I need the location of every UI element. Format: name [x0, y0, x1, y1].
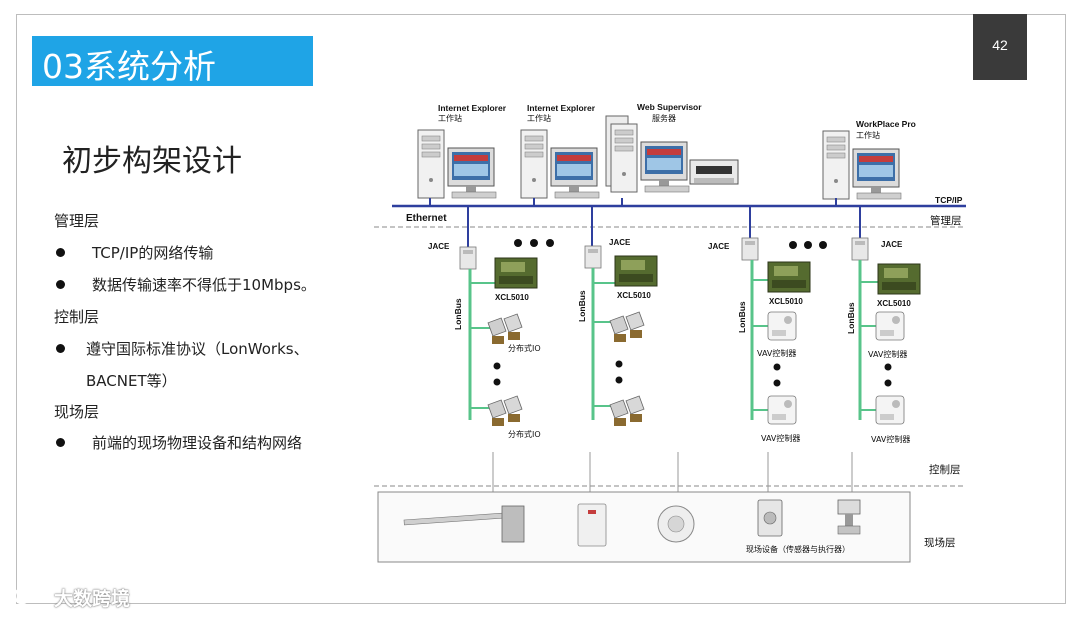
xcl5010-controller-icon [877, 263, 921, 295]
watermark-text: 大数跨境 [54, 588, 131, 610]
distributed-io-icon [487, 395, 523, 427]
ws-2-name: Internet Explorer [527, 103, 596, 113]
jace-label-3: JACE [708, 242, 730, 251]
vav-label-3: VAV控制器 [868, 349, 907, 359]
slide-title: 03系统分析 [42, 47, 216, 86]
lonbus-label-4: LonBus [846, 302, 856, 334]
ethernet-label: Ethernet [406, 213, 447, 224]
field-item-1: 前端的现场物理设备和结构网络 [92, 434, 303, 452]
workstation-2-icon [520, 129, 600, 199]
vav-controller-icon [767, 311, 797, 341]
watermark-logo-icon [13, 587, 49, 605]
ws-1-name: Internet Explorer [438, 103, 507, 113]
ws-4-name: WorkPlace Pro [856, 119, 916, 129]
xcl5010-controller-icon [494, 257, 538, 289]
xcl-label-1: XCL5010 [495, 293, 529, 302]
vav-label-1: VAV控制器 [757, 348, 796, 358]
vav-controller-icon [767, 395, 797, 425]
ctrl-item-line1: 遵守国际标准协议（LonWorks、 [86, 340, 309, 358]
workstation-4-icon [822, 130, 902, 200]
xcl-label-3: XCL5010 [769, 297, 803, 306]
jace-controller-icon [741, 237, 759, 261]
dist-io-label-2: 分布式IO [508, 429, 541, 439]
lonbus-label-3: LonBus [737, 301, 747, 333]
dist-io-label-1: 分布式IO [508, 343, 541, 353]
bullet-dot [56, 438, 65, 447]
layer-field-label: 现场层 [924, 536, 956, 549]
duct-sensor-icon [403, 505, 525, 543]
pressure-switch-icon [657, 505, 695, 543]
workstation-1-icon [417, 129, 497, 199]
vav-controller-icon [875, 311, 905, 341]
field-devices-label: 现场设备（传感器与执行器） [746, 544, 850, 554]
distributed-io-icon [609, 395, 645, 427]
xcl5010-controller-icon [767, 261, 811, 293]
xcl5010-controller-icon [614, 255, 658, 287]
ws-4-sub: 工作站 [856, 130, 880, 140]
layer-mgmt-label: 管理层 [930, 214, 962, 227]
lonbus-label-1: LonBus [453, 298, 463, 330]
distributed-io-icon [609, 311, 645, 343]
section-subtitle: 初步构架设计 [62, 144, 242, 179]
actuator-icon [757, 499, 783, 537]
lonbus-label-2: LonBus [577, 290, 587, 322]
mgmt-item-2: 数据传输速率不得低于10Mbps。 [92, 276, 316, 294]
mgmt-heading: 管理层 [54, 212, 100, 230]
ws-3-sub: 服务器 [652, 113, 676, 123]
printer-icon [689, 159, 739, 185]
layer-ctrl-label: 控制层 [929, 463, 961, 476]
bullet-dot [56, 248, 65, 257]
ws-3-name: Web Supervisor [637, 102, 702, 112]
ws-1-sub: 工作站 [438, 113, 462, 123]
distributed-io-icon [487, 313, 523, 345]
web-supervisor-server-icon [610, 123, 690, 193]
ctrl-heading: 控制层 [54, 308, 100, 326]
mgmt-item-1: TCP/IP的网络传输 [92, 244, 214, 262]
room-sensor-icon [577, 503, 607, 547]
bullet-dot [56, 280, 65, 289]
jace-label-1: JACE [428, 242, 450, 251]
jace-controller-icon [459, 246, 477, 270]
jace-controller-icon [851, 237, 869, 261]
jace-label-2: JACE [609, 238, 631, 247]
bullet-dot [56, 344, 65, 353]
field-heading: 现场层 [54, 403, 100, 421]
jace-label-4: JACE [881, 240, 903, 249]
jace-controller-icon [584, 245, 602, 269]
page-number: 42 [973, 14, 1027, 80]
valve-actuator-icon [837, 499, 861, 535]
title-banner: 03系统分析 [32, 36, 313, 86]
field-device-box [377, 491, 911, 563]
vav-label-2: VAV控制器 [761, 433, 800, 443]
tcpip-label: TCP/IP [935, 195, 963, 205]
vav-label-4: VAV控制器 [871, 434, 910, 444]
ctrl-item-line2: BACNET等） [86, 372, 177, 390]
xcl-label-2: XCL5010 [617, 291, 651, 300]
xcl-label-4: XCL5010 [877, 299, 911, 308]
ws-2-sub: 工作站 [527, 113, 551, 123]
vav-controller-icon [875, 395, 905, 425]
